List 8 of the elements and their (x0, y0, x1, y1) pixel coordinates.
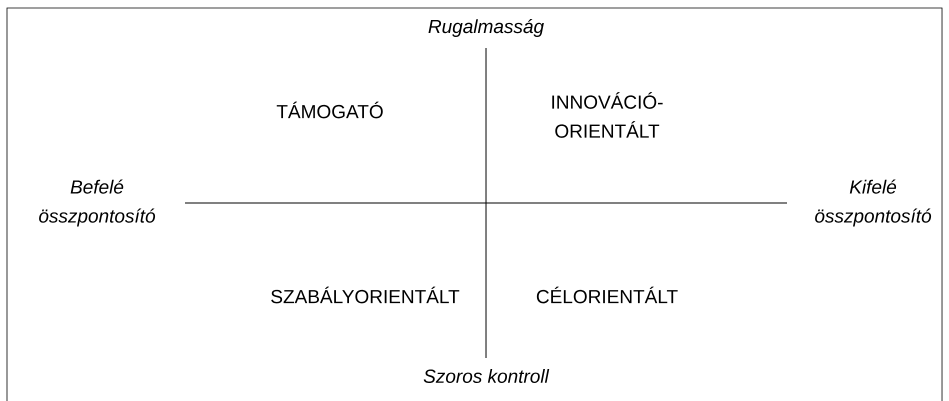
axis-label: Befelé összpontosító (39, 180, 156, 226)
axis-label: Rugalmasság (428, 19, 544, 37)
quadrant-label: SZABÁLYORIENTÁLT (271, 286, 460, 304)
quadrant-label: CÉLORIENTÁLT (536, 286, 678, 304)
axis-label: Kifelé összpontosító (815, 180, 932, 226)
axis-label: Szoros kontroll (424, 369, 550, 383)
quadrant-label: TÁMOGATÓ (276, 102, 383, 118)
quadrant-label: INNOVÁCIÓ-ORIENTÁLT (552, 92, 663, 138)
